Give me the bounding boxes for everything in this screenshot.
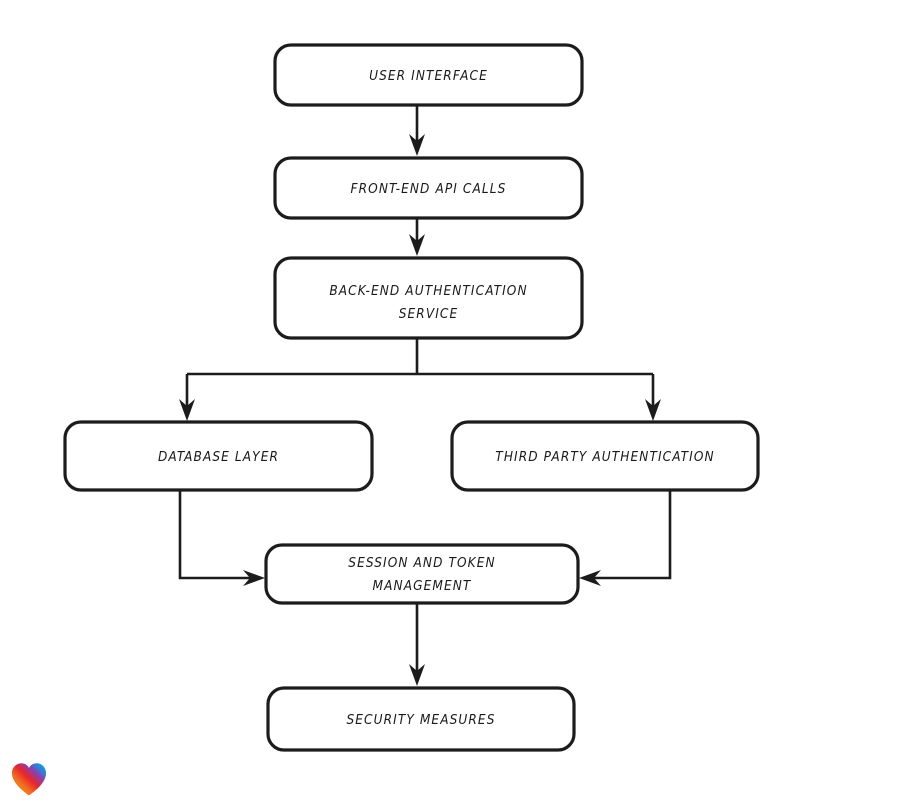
- node-user-interface-box[interactable]: [273, 43, 584, 107]
- edge-ui-to-api: [409, 105, 425, 156]
- node-front-end-api-calls-label: FRONT-END API CALLS: [351, 181, 507, 197]
- edge-database-to-session: [178, 490, 265, 586]
- node-user-interface-label: USER INTERFACE: [369, 68, 488, 84]
- node-back-end-authentication-service-label-line1: BACK-END AUTHENTICATION: [329, 283, 527, 299]
- node-back-end-authentication-service[interactable]: BACK-END AUTHENTICATION SERVICE: [273, 256, 584, 340]
- node-front-end-api-calls-box[interactable]: [273, 156, 584, 220]
- edge-backend-to-thirdparty: [645, 374, 661, 421]
- edge-thirdparty-to-session: [579, 490, 672, 586]
- node-security-measures-label: SECURITY MEASURES: [346, 712, 495, 728]
- node-third-party-authentication-box[interactable]: [450, 420, 760, 492]
- node-security-measures[interactable]: SECURITY MEASURES: [266, 686, 576, 752]
- edge-api-to-backend: [409, 218, 425, 256]
- node-database-layer[interactable]: DATABASE LAYER: [63, 420, 374, 492]
- heart-icon: [11, 763, 47, 796]
- node-security-measures-box[interactable]: [266, 686, 576, 752]
- node-third-party-authentication[interactable]: THIRD PARTY AUTHENTICATION: [450, 420, 760, 492]
- node-session-and-token-management-label-line1: SESSION AND TOKEN: [348, 555, 495, 571]
- node-back-end-authentication-service-box[interactable]: [273, 256, 584, 340]
- node-user-interface[interactable]: USER INTERFACE: [273, 43, 584, 107]
- edge-backend-to-database: [179, 374, 195, 421]
- node-back-end-authentication-service-label-line2: SERVICE: [399, 306, 459, 322]
- node-third-party-authentication-label: THIRD PARTY AUTHENTICATION: [495, 449, 714, 465]
- node-session-and-token-management[interactable]: SESSION AND TOKEN MANAGEMENT: [264, 543, 580, 605]
- node-database-layer-box[interactable]: [63, 420, 374, 492]
- node-database-layer-label: DATABASE LAYER: [158, 449, 279, 465]
- edge-session-to-security: [409, 603, 425, 686]
- node-session-and-token-management-label-line2: MANAGEMENT: [373, 578, 472, 594]
- node-front-end-api-calls[interactable]: FRONT-END API CALLS: [273, 156, 584, 220]
- edge-backend-split-trunk: [187, 338, 653, 376]
- node-session-and-token-management-box[interactable]: [264, 543, 580, 605]
